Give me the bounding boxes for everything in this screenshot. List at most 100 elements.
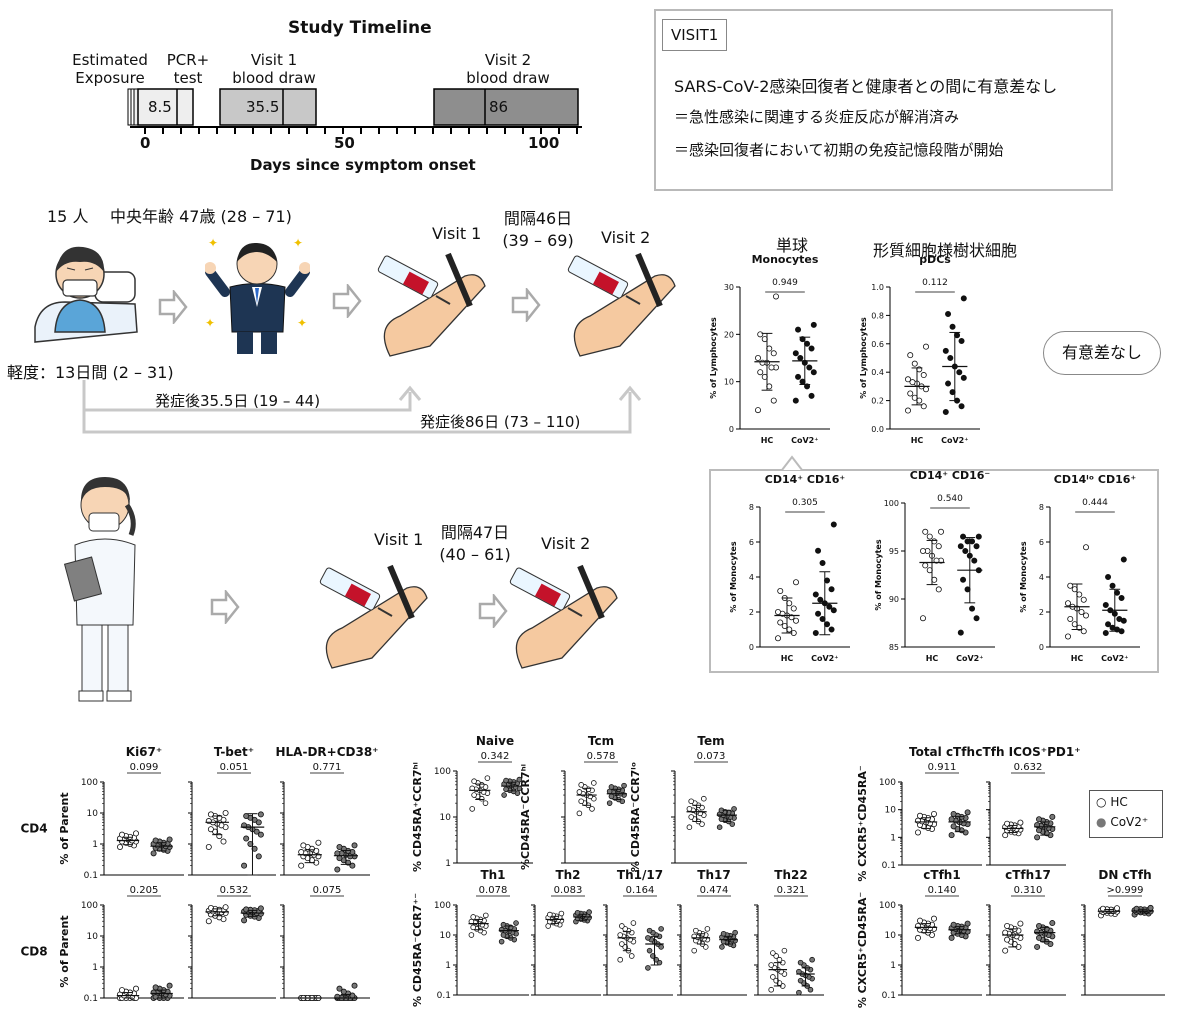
cov-point xyxy=(243,813,250,820)
cov-point xyxy=(828,586,835,593)
blood-draw-illustration-3 xyxy=(319,564,428,669)
cov-point xyxy=(964,920,971,927)
chart-title: DN cTfh xyxy=(1098,868,1151,882)
cohort-median-age: 中央年齢 47歳 (28 – 71) xyxy=(110,207,292,226)
p-value: 0.051 xyxy=(220,762,249,773)
hc-point xyxy=(757,369,764,376)
hc-point xyxy=(931,810,938,817)
p-value: 0.342 xyxy=(481,751,510,762)
hc-point xyxy=(300,842,307,849)
cov-point xyxy=(166,836,173,843)
hc-point xyxy=(907,352,914,359)
cov-point xyxy=(973,543,980,550)
p-value: 0.073 xyxy=(697,751,726,762)
cov-point xyxy=(498,926,505,933)
y-tick-label: 0.6 xyxy=(871,340,884,349)
hc-point xyxy=(768,986,774,993)
y-axis-label: % of Monocytes xyxy=(874,539,883,610)
chart-cd8_hla: 0.075 xyxy=(280,885,370,1002)
y-axis-label: % of Lymphocytes xyxy=(859,317,868,399)
hc-point xyxy=(222,904,229,911)
hc-point xyxy=(688,814,694,820)
cov-point xyxy=(166,982,173,989)
hc-point xyxy=(578,782,584,788)
monocyte-jp-label: 単球 xyxy=(776,236,809,255)
visit1-summary-box: VISIT1 SARS-CoV-2感染回復者と健康者との間に有意差なし ＝急性感… xyxy=(654,9,1113,191)
y-tick-label: 1.0 xyxy=(871,283,884,292)
y-tick-label: 1 xyxy=(445,961,451,971)
chart-title: CD14ˡᵒ CD16⁺ xyxy=(1054,473,1137,486)
hc-point xyxy=(793,579,800,586)
cov-point xyxy=(960,374,967,381)
cov-point xyxy=(351,982,358,989)
hc-point xyxy=(935,543,942,550)
chart-icos: cTfh ICOS⁺PD1⁺0.632 xyxy=(975,745,1081,866)
p-value: 0.140 xyxy=(928,885,957,896)
cov-point xyxy=(797,959,804,966)
row-label: CD8 xyxy=(20,945,47,959)
y-tick-label: 10 xyxy=(724,378,734,387)
y-tick-label: 100 xyxy=(879,778,896,788)
cov-point xyxy=(942,347,949,354)
y-tick-label: 0.1 xyxy=(882,991,896,1001)
cov-point xyxy=(719,944,725,950)
p-value: 0.632 xyxy=(1014,762,1043,773)
hc-point xyxy=(484,775,491,781)
cov-point xyxy=(826,603,833,610)
cov-point xyxy=(646,947,653,954)
y-tick-label: 1 xyxy=(445,859,451,869)
p-value: 0.099 xyxy=(130,762,159,773)
hc-point xyxy=(781,947,788,954)
visit1-title: VISIT1 xyxy=(662,19,728,51)
y-tick-label: 2 xyxy=(1039,608,1044,617)
hc-point xyxy=(926,533,933,540)
x-tick-label: CoV2⁺ xyxy=(956,654,983,663)
timeline-tick-0: 0 xyxy=(140,134,151,152)
cov-point xyxy=(817,596,824,603)
chart-title: Th17 xyxy=(697,868,730,882)
chart-title: Th1 xyxy=(480,868,505,882)
flow-arrow-2 xyxy=(332,284,362,318)
hc-point xyxy=(558,910,565,917)
x-tick-label: HC xyxy=(911,436,924,445)
hc-point xyxy=(938,528,945,535)
chart-title: Tem xyxy=(697,734,724,748)
hc-point xyxy=(699,821,705,827)
y-tick-label: 10 xyxy=(885,931,897,941)
flow-arrow-1 xyxy=(158,290,188,324)
cov-point xyxy=(942,408,949,415)
cov-point xyxy=(646,927,653,934)
cov-point xyxy=(336,855,343,862)
x-tick-label: CoV2⁺ xyxy=(811,654,838,663)
hc-point xyxy=(468,932,475,938)
hc-point xyxy=(619,923,625,929)
p-value: 0.444 xyxy=(1082,498,1108,508)
y-axis-label: % CD45RA⁺CCR7ʰⁱ xyxy=(411,762,424,872)
y-tick-label: 0 xyxy=(749,643,754,652)
cov-point xyxy=(243,835,250,842)
hc-point xyxy=(1017,920,1024,927)
cov-point xyxy=(1147,904,1154,911)
p-value: 0.771 xyxy=(313,762,342,773)
cov-point xyxy=(956,369,963,376)
cov-point xyxy=(1109,582,1116,589)
cov-point xyxy=(958,403,965,410)
cov-point xyxy=(606,800,613,806)
hc-point xyxy=(617,956,623,963)
cov-point xyxy=(830,607,837,614)
cov-point xyxy=(948,832,955,839)
hc-point xyxy=(700,795,707,802)
flow-arrow-5 xyxy=(478,594,508,628)
hc-point xyxy=(933,557,940,564)
hc-point xyxy=(471,792,477,798)
cov-point xyxy=(351,842,358,849)
blood-draw-illustration-1 xyxy=(377,252,486,357)
p-value: 0.578 xyxy=(587,751,616,762)
cov-point xyxy=(501,792,507,798)
x-tick-label: HC xyxy=(761,436,774,445)
cov-point xyxy=(658,926,664,932)
